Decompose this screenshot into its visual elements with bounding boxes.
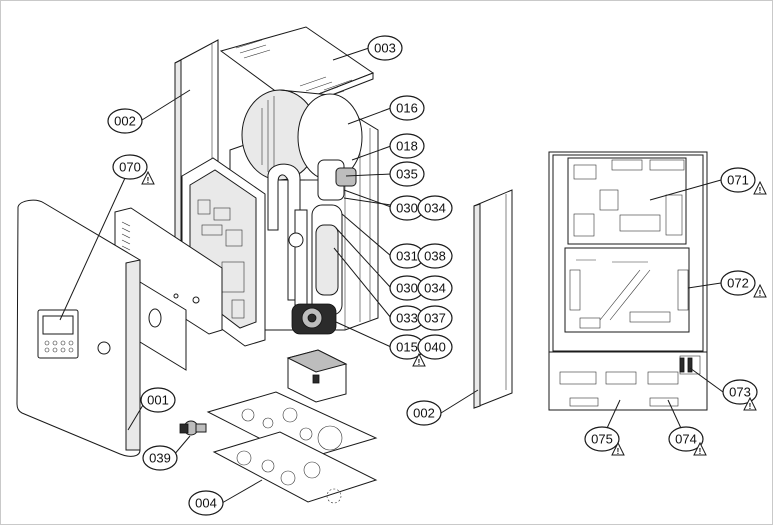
svg-text:!: ! bbox=[759, 186, 762, 195]
svg-text:004: 004 bbox=[195, 496, 217, 511]
callout-030-top: 030 bbox=[389, 195, 425, 221]
callout-039: 039 bbox=[142, 445, 178, 471]
callout-003: 003 bbox=[367, 35, 403, 61]
side-panel-right bbox=[473, 189, 513, 409]
callout-040: 040 bbox=[417, 334, 453, 360]
callout-031: 031 bbox=[389, 243, 425, 269]
callout-001: 001 bbox=[140, 387, 176, 413]
svg-text:071: 071 bbox=[727, 173, 749, 188]
callout-071: 071 bbox=[720, 167, 756, 193]
svg-text:074: 074 bbox=[675, 432, 697, 447]
svg-text:!: ! bbox=[147, 176, 150, 185]
svg-text:033: 033 bbox=[396, 311, 418, 326]
warning-icon: ! bbox=[693, 441, 707, 456]
warning-icon: ! bbox=[611, 441, 625, 456]
svg-text:!: ! bbox=[759, 289, 762, 298]
callout-073: 073 bbox=[722, 379, 758, 405]
front-cover bbox=[16, 199, 141, 457]
drain-valve bbox=[179, 420, 207, 436]
svg-text:!: ! bbox=[617, 447, 620, 456]
svg-text:!: ! bbox=[749, 402, 752, 411]
callout-004: 004 bbox=[188, 490, 224, 516]
svg-text:018: 018 bbox=[396, 139, 418, 154]
callout-037: 037 bbox=[417, 305, 453, 331]
electrical-board-assembly bbox=[548, 151, 708, 411]
small-cover-block bbox=[286, 349, 348, 403]
svg-text:002: 002 bbox=[413, 406, 435, 421]
svg-text:!: ! bbox=[418, 358, 421, 367]
svg-text:034: 034 bbox=[424, 281, 446, 296]
warning-icon: ! bbox=[743, 396, 757, 411]
svg-text:030: 030 bbox=[396, 201, 418, 216]
svg-text:075: 075 bbox=[591, 432, 613, 447]
svg-text:070: 070 bbox=[119, 160, 141, 175]
svg-text:040: 040 bbox=[424, 340, 446, 355]
svg-text:030: 030 bbox=[396, 281, 418, 296]
callout-016: 016 bbox=[389, 95, 425, 121]
hydraulic-pipework bbox=[267, 159, 357, 316]
svg-text:039: 039 bbox=[149, 451, 171, 466]
callout-034-top: 034 bbox=[417, 195, 453, 221]
svg-text:034: 034 bbox=[424, 201, 446, 216]
callout-034-bottom: 034 bbox=[417, 275, 453, 301]
leader-lines bbox=[59, 47, 724, 504]
callout-002-right: 002 bbox=[406, 400, 442, 426]
svg-text:073: 073 bbox=[729, 385, 751, 400]
expansion-vessel bbox=[241, 89, 363, 181]
svg-text:015: 015 bbox=[396, 340, 418, 355]
svg-text:016: 016 bbox=[396, 101, 418, 116]
callout-018: 018 bbox=[389, 133, 425, 159]
callout-074: 074 bbox=[668, 426, 704, 452]
svg-text:037: 037 bbox=[424, 311, 446, 326]
callout-035: 035 bbox=[389, 161, 425, 187]
callout-070: 070 bbox=[112, 154, 148, 180]
svg-text:031: 031 bbox=[396, 249, 418, 264]
inner-front-cover bbox=[114, 207, 223, 371]
base-plate bbox=[206, 391, 378, 504]
svg-text:!: ! bbox=[699, 447, 702, 456]
svg-text:002: 002 bbox=[114, 114, 136, 129]
warning-icon: ! bbox=[412, 352, 426, 367]
svg-text:035: 035 bbox=[396, 167, 418, 182]
circulation-pump bbox=[291, 303, 337, 335]
callout-002-left: 002 bbox=[107, 108, 143, 134]
callout-075: 075 bbox=[584, 426, 620, 452]
callout-015: 015 bbox=[389, 334, 425, 360]
warning-icon: ! bbox=[753, 180, 767, 195]
callout-038: 038 bbox=[417, 243, 453, 269]
svg-text:038: 038 bbox=[424, 249, 446, 264]
callout-030-bottom: 030 bbox=[389, 275, 425, 301]
svg-text:003: 003 bbox=[374, 41, 396, 56]
svg-text:001: 001 bbox=[147, 393, 169, 408]
warning-icon: ! bbox=[141, 170, 155, 185]
warning-icon: ! bbox=[753, 283, 767, 298]
top-cover-panel bbox=[219, 26, 375, 111]
callout-072: 072 bbox=[720, 270, 756, 296]
callout-033: 033 bbox=[389, 305, 425, 331]
svg-text:072: 072 bbox=[727, 276, 749, 291]
